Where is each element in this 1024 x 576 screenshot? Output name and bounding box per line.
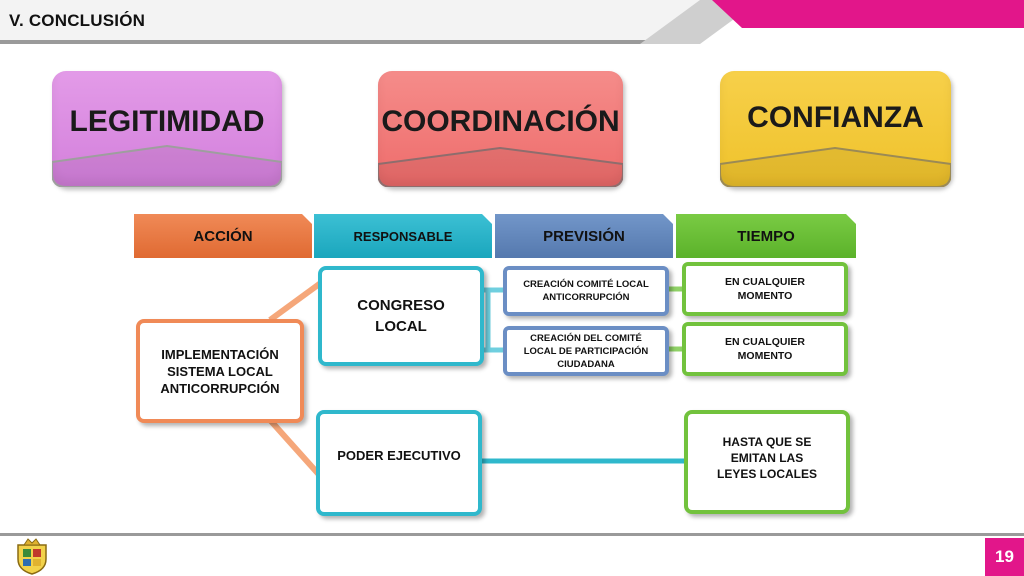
accion-box: IMPLEMENTACIÓN SISTEMA LOCAL ANTICORRUPC…: [136, 319, 304, 423]
responsable-ejecutivo-box: PODER EJECUTIVO: [316, 410, 482, 516]
tiempo-line: LEYES LOCALES: [716, 467, 817, 481]
tiempo-box-1: EN CUALQUIER MOMENTO: [682, 262, 848, 316]
header-bar: [0, 0, 1024, 44]
prevision-line: CIUDADANA: [557, 358, 615, 370]
connector-accion-ejecutivo: [267, 417, 325, 481]
pillar-coordinacion: COORDINACIÓN: [378, 71, 623, 187]
page-number-badge: 19: [985, 538, 1024, 576]
tiempo-line: HASTA QUE SE: [722, 435, 812, 449]
prevision-line: CREACIÓN DEL COMITÉ: [530, 332, 642, 344]
prevision-line: CREACIÓN COMITÉ LOCAL: [523, 279, 649, 290]
tiempo-line: EN CUALQUIER: [725, 336, 805, 348]
footer-divider: [0, 533, 1024, 536]
prevision-line: ANTICORRUPCIÓN: [542, 292, 630, 303]
accion-line: ANTICORRUPCIÓN: [160, 380, 280, 396]
coat-of-arms-icon: [17, 538, 47, 575]
column-header-responsable: RESPONSABLE: [314, 214, 492, 258]
prevision-box-2: CREACIÓN DEL COMITÉ LOCAL DE PARTICIPACI…: [503, 326, 669, 376]
responsable-line: CONGRESO: [357, 297, 445, 314]
column-header-prevision: PREVISIÓN: [495, 214, 673, 258]
pillar-label: LEGITIMIDAD: [69, 105, 265, 138]
responsable-congreso-box: CONGRESO LOCAL: [318, 266, 484, 366]
column-header-tiempo: TIEMPO: [676, 214, 856, 258]
accion-line: SISTEMA LOCAL: [167, 363, 273, 379]
tiempo-box-2: EN CUALQUIER MOMENTO: [682, 322, 848, 376]
section-title: V. CONCLUSIÓN: [9, 11, 146, 30]
responsable-line: PODER EJECUTIVO: [337, 448, 461, 463]
responsable-line: LOCAL: [375, 318, 427, 335]
connector-accion-congreso: [268, 279, 324, 323]
pillar-label: COORDINACIÓN: [381, 105, 620, 138]
pillar-confianza: CONFIANZA: [720, 71, 951, 187]
tiempo-line: EN CUALQUIER: [725, 276, 805, 288]
tiempo-line: MOMENTO: [737, 290, 793, 302]
tiempo-line: MOMENTO: [737, 350, 793, 362]
tiempo-box-3: HASTA QUE SE EMITAN LAS LEYES LOCALES: [684, 410, 850, 514]
prevision-box-1: CREACIÓN COMITÉ LOCAL ANTICORRUPCIÓN: [503, 266, 669, 316]
pillar-legitimidad: LEGITIMIDAD: [52, 71, 282, 187]
column-header-accion: ACCIÓN: [134, 214, 312, 258]
prevision-line: LOCAL DE PARTICIPACIÓN: [523, 345, 649, 357]
tiempo-line: EMITAN LAS: [730, 451, 804, 465]
pillar-label: CONFIANZA: [747, 101, 924, 134]
accion-line: IMPLEMENTACIÓN: [161, 346, 279, 362]
